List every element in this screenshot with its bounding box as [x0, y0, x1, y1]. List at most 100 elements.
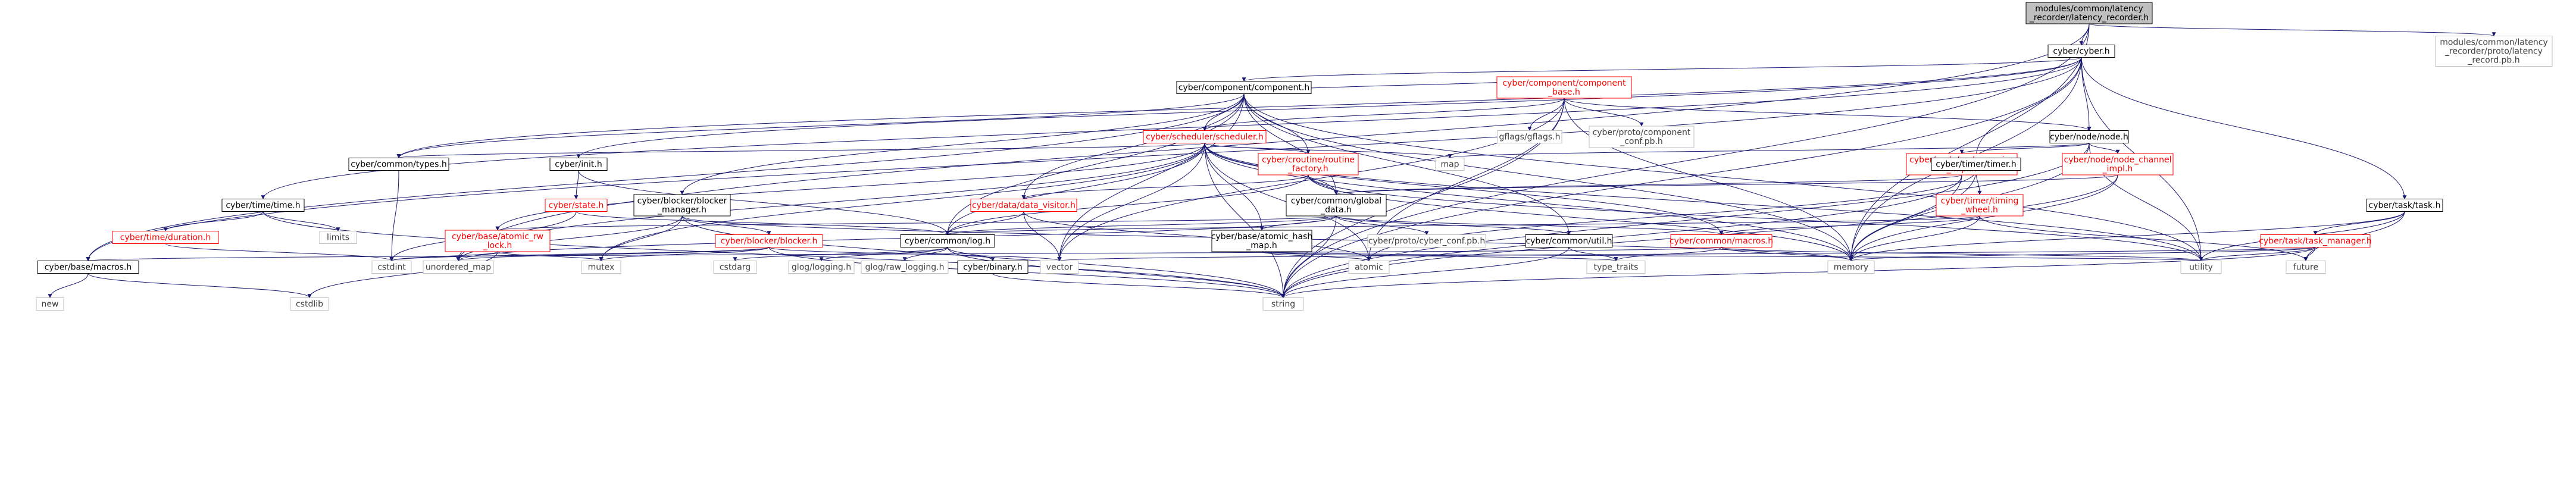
node-label: cyber/common/global: [1291, 196, 1381, 206]
node-component-base[interactable]: cyber/component/component_base.h: [1496, 76, 1632, 99]
node-box: [1286, 194, 1387, 217]
node-box: [1497, 130, 1562, 143]
node-routine-factory[interactable]: cyber/croutine/routine_factory.h: [1258, 153, 1359, 176]
edge-timing_wheel-to-macros_common: [1719, 215, 1980, 236]
node-component-h[interactable]: cyber/component/component.h: [1176, 81, 1312, 94]
node-box: [1211, 230, 1312, 252]
node-box: [788, 261, 855, 274]
node-box: [37, 261, 139, 274]
node-atomic-hash-map[interactable]: cyber/base/atomic_hash_map.h: [1211, 230, 1313, 252]
node-label: cyber/proto/cyber_conf.pb.h: [1368, 237, 1485, 246]
node-box: [445, 230, 551, 252]
node-init-h[interactable]: cyber/init.h: [549, 158, 608, 171]
node-node-channel-impl[interactable]: cyber/node/node_channel_impl.h: [2062, 153, 2174, 176]
edge-task_manager-to-memory: [1849, 247, 2316, 262]
node-label: _recorder/proto/latency: [2444, 47, 2543, 57]
edge-task_h-to-task_manager: [2313, 211, 2405, 236]
node-timer-h[interactable]: cyber/timer/timer.h: [1931, 158, 2021, 171]
node-glog-logging: glog/logging.h: [788, 261, 855, 274]
node-box: [633, 194, 731, 217]
edge-task_h-to-memory: [1849, 211, 2405, 262]
node-macros-common[interactable]: cyber/common/macros.h: [1670, 234, 1773, 247]
node-label: type_traits: [1594, 263, 1639, 272]
node-cyber-h[interactable]: cyber/cyber.h: [2047, 45, 2115, 58]
edge-cyber_h-to-node_h: [2081, 57, 2092, 131]
node-box: [957, 261, 1028, 274]
node-box: [713, 261, 757, 274]
node-label: cyber/proto/component: [1593, 128, 1691, 137]
edge-atomic_rw_lock-to-mutex: [497, 251, 604, 262]
node-latency-pb: modules/common/latency_recorder/proto/la…: [2435, 36, 2553, 67]
edge-scheduler_h-to-mutex: [599, 143, 1205, 262]
edge-cyber_h-to-string: [1281, 57, 2082, 299]
node-label: memory: [1834, 263, 1869, 272]
edge-node_channel_impl-to-global_data: [1334, 174, 2118, 195]
node-box: [348, 158, 449, 171]
node-box: [2049, 130, 2129, 143]
edge-timer_h-to-memory: [1849, 170, 1977, 262]
node-global-data[interactable]: cyber/common/global_data.h: [1286, 194, 1387, 217]
node-timing-wheel[interactable]: cyber/timer/timing_wheel.h: [1936, 194, 2024, 217]
node-duration-h[interactable]: cyber/time/duration.h: [112, 231, 219, 244]
node-types-h[interactable]: cyber/common/types.h: [348, 158, 449, 171]
node-box: [1931, 158, 2021, 171]
node-box: [2435, 36, 2553, 67]
node-box: [423, 261, 494, 274]
edge-scheduler_h-to-string: [1204, 143, 1286, 299]
node-log-h[interactable]: cyber/common/log.h: [900, 234, 995, 247]
edge-root-to-unordered_map: [456, 23, 2090, 262]
node-util-h[interactable]: cyber/common/util.h: [1525, 234, 1613, 247]
node-limits: limits: [319, 231, 357, 244]
node-label: cstdint: [377, 263, 406, 272]
edge-component_h-to-global_data: [1243, 93, 1339, 195]
node-glog-raw-logging: glog/raw_logging.h: [861, 261, 949, 274]
node-label: cyber/base/atomic_rw: [452, 232, 543, 242]
node-box: [1496, 76, 1632, 99]
edge-node_service_impl-to-global_data: [1334, 174, 1962, 195]
node-data-visitor[interactable]: cyber/data/data_visitor.h: [970, 199, 1077, 212]
node-box: [1367, 234, 1486, 247]
node-binary-h[interactable]: cyber/binary.h: [957, 261, 1028, 274]
node-label: cyber/state.h: [549, 201, 604, 211]
edge-init_h-to-state_h: [574, 170, 579, 200]
node-label: cyber/cyber.h: [2053, 47, 2109, 57]
node-cstdint: cstdint: [371, 261, 412, 274]
node-blocker-h[interactable]: cyber/blocker/blocker.h: [715, 234, 823, 247]
node-gflags: gflags/gflags.h: [1497, 130, 1562, 143]
node-blocker-manager[interactable]: cyber/blocker/blocker_manager.h: [633, 194, 731, 217]
edge-scheduler_h-to-atomic_rw_lock: [495, 143, 1205, 231]
node-label: cyber/common/types.h: [351, 160, 447, 170]
node-base-macros[interactable]: cyber/base/macros.h: [37, 261, 139, 274]
edge-component_h-to-memory: [1243, 93, 1853, 262]
edge-component_h-to-routine_factory: [1243, 93, 1311, 154]
edge-task_manager-to-string: [1281, 247, 2316, 299]
edge-scheduler_h-to-types_h: [397, 143, 1205, 159]
node-root[interactable]: modules/common/latency_recorder/latency_…: [2025, 2, 2153, 24]
node-atomic-rw-lock[interactable]: cyber/base/atomic_rw_lock.h: [445, 230, 551, 252]
edge-time_h-to-limits: [262, 211, 340, 232]
node-task-h[interactable]: cyber/task/task.h: [2366, 199, 2443, 212]
edge-log_h-to-string: [947, 247, 1286, 299]
node-vector: vector: [1040, 261, 1079, 274]
node-label: cyber/init.h: [555, 160, 602, 170]
node-label: vector: [1046, 263, 1073, 272]
edge-scheduler_h-to-vector: [1057, 143, 1205, 262]
node-string: string: [1262, 297, 1304, 311]
node-state-h[interactable]: cyber/state.h: [545, 199, 608, 212]
node-node-h[interactable]: cyber/node/node.h: [2049, 130, 2129, 143]
edge-routine_factory-to-utility: [1308, 174, 2203, 262]
edge-timing_wheel-to-log_h: [946, 215, 1980, 236]
node-task-manager[interactable]: cyber/task/task_manager.h: [2259, 234, 2372, 247]
node-scheduler-h[interactable]: cyber/scheduler/scheduler.h: [1143, 130, 1267, 143]
node-label: cyber/time/duration.h: [120, 233, 211, 243]
node-label: _wheel.h: [1961, 205, 1998, 215]
node-box: [1525, 234, 1613, 247]
node-label: _impl.h: [2102, 164, 2133, 174]
node-box: [549, 158, 608, 171]
node-cyber-conf-pb: cyber/proto/cyber_conf.pb.h: [1367, 234, 1486, 247]
edge-util_h-to-string: [1281, 247, 1570, 299]
node-time-h[interactable]: cyber/time/time.h: [221, 199, 305, 212]
node-box: [581, 261, 621, 274]
edge-root-to-memory: [1849, 23, 2090, 262]
